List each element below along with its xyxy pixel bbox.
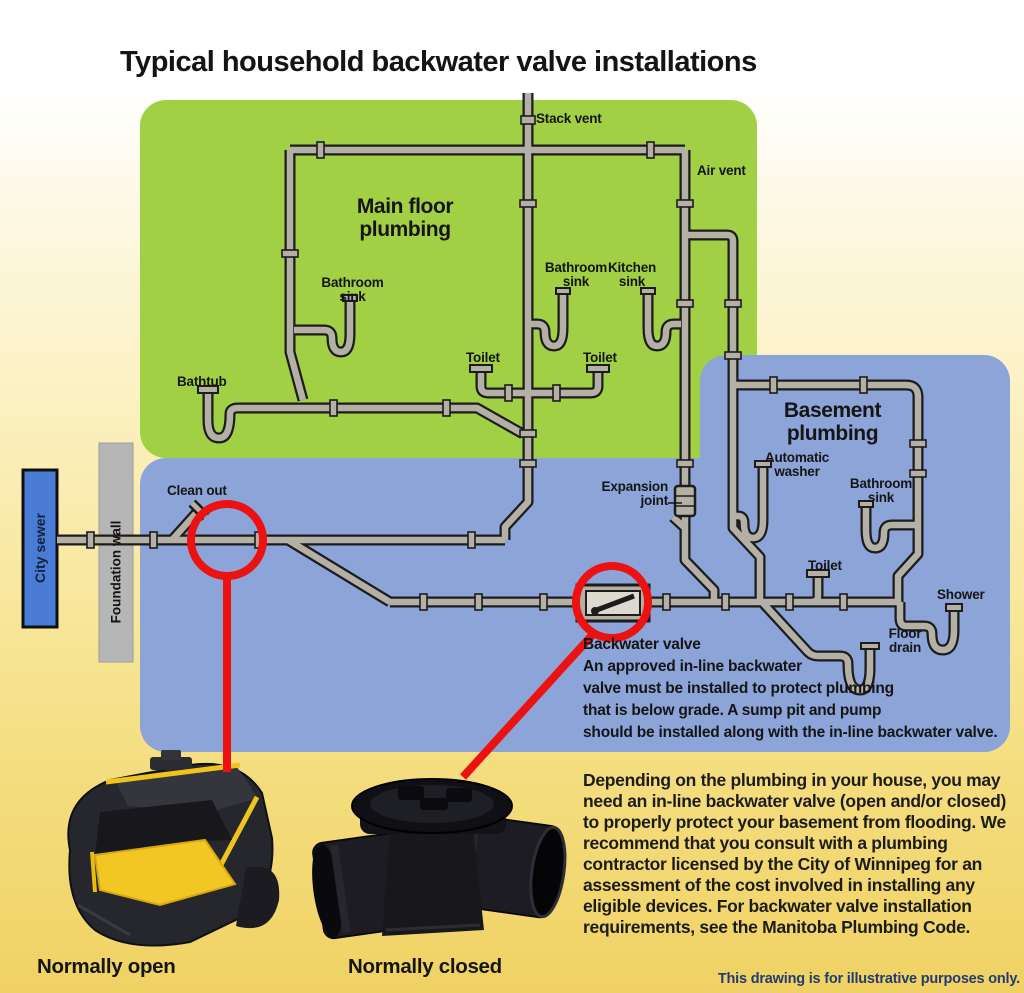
- label-toilet-right: Toilet: [583, 350, 617, 365]
- red-highlights: [187, 500, 652, 780]
- disclaimer-text: This drawing is for illustrative purpose…: [717, 971, 1020, 987]
- info-paragraph-line-4: recommend that you consult with a plumbi…: [583, 833, 948, 853]
- label-city-sewer: City sewer: [32, 512, 48, 584]
- info-paragraph-line-2: need an in-line backwater valve (open an…: [583, 791, 1006, 811]
- label-bathroom-sink-main: Bathroom sink: [321, 275, 384, 305]
- label-toilet-left: Toilet: [466, 350, 500, 365]
- expansion-joint-graphic: [668, 484, 697, 518]
- label-bathtub: Bathtub: [177, 374, 227, 389]
- backwater-note-line-3: that is below grade. A sump pit and pump: [583, 702, 882, 719]
- info-paragraph-line-5: contractor licensed by the City of Winni…: [583, 854, 983, 874]
- info-paragraph-line-1: Depending on the plumbing in your house,…: [583, 770, 1001, 790]
- caption-normally-closed: Normally closed: [348, 955, 502, 978]
- label-shower: Shower: [937, 587, 985, 602]
- backwater-valve-graphic: [575, 583, 651, 623]
- basement-region-title: Basement plumbing: [783, 399, 882, 445]
- fixture-caps: [197, 287, 963, 650]
- label-expansion-joint: Expansion joint: [601, 479, 669, 509]
- label-foundation-wall: Foundation wall: [108, 520, 124, 624]
- label-clean-out: Clean out: [167, 483, 227, 498]
- main-floor-region-title: Main floor plumbing: [356, 195, 454, 241]
- backwater-note-heading: Backwater valve: [583, 636, 701, 653]
- normally-open-valve-photo: [67, 750, 280, 947]
- backwater-note-line-1: An approved in-line backwater: [583, 658, 803, 675]
- label-kitchen-sink: Kitchen sink: [607, 260, 657, 290]
- info-paragraph-line-3: to properly protect your basement from f…: [583, 812, 1006, 832]
- city-sewer-graphic: [21, 468, 59, 629]
- label-automatic-washer: Automatic washer: [764, 450, 830, 480]
- caption-normally-open: Normally open: [37, 955, 176, 978]
- foundation-wall-graphic: [98, 442, 134, 663]
- label-air-vent: Air vent: [697, 163, 746, 178]
- info-paragraph-line-8: requirements, see the Manitoba Plumbing …: [583, 917, 971, 937]
- label-floor-drain: Floor drain: [888, 626, 922, 656]
- backwater-note-line-2: valve must be installed to protect plumb…: [583, 680, 894, 697]
- label-toilet-basement: Toilet: [808, 558, 842, 573]
- label-bathroom-sink-upper: Bathroom sink: [544, 260, 608, 290]
- label-bathroom-sink-basement: Bathroom sink: [849, 476, 913, 506]
- page-title: Typical household backwater valve instal…: [120, 46, 757, 78]
- label-stack-vent: Stack vent: [536, 111, 602, 126]
- pipe-couplings: [86, 115, 927, 611]
- info-paragraph-line-6: assessment of the cost involved in insta…: [583, 875, 975, 895]
- normally-closed-valve-photo: [312, 778, 567, 940]
- backwater-note-line-4: should be installed along with the in-li…: [583, 724, 998, 741]
- info-paragraph-line-7: eligible devices. For backwater valve in…: [583, 896, 972, 916]
